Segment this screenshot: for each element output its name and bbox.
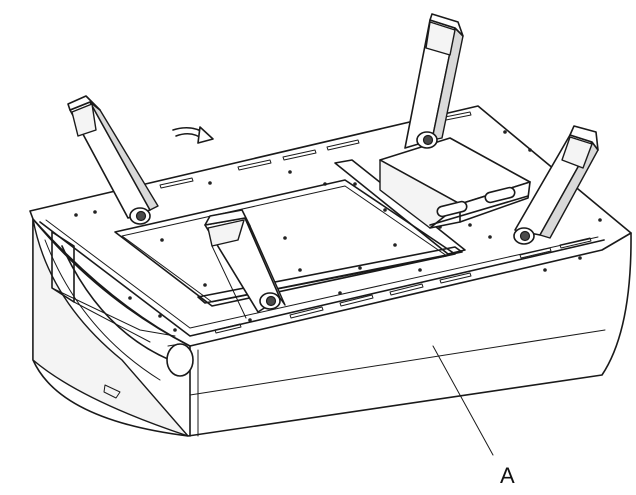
callout-a: A [432, 345, 515, 488]
leg-rear-center [404, 13, 464, 149]
leg-front-left [67, 95, 159, 225]
center-panel [114, 159, 466, 307]
rotation-arrow-icon [172, 126, 214, 144]
electronics-box [379, 137, 531, 229]
leg-front-center [204, 209, 286, 319]
leg-right [513, 125, 599, 245]
callout-label: A [500, 463, 515, 488]
plate-slots [159, 111, 592, 334]
callout-leader-line [432, 345, 494, 456]
